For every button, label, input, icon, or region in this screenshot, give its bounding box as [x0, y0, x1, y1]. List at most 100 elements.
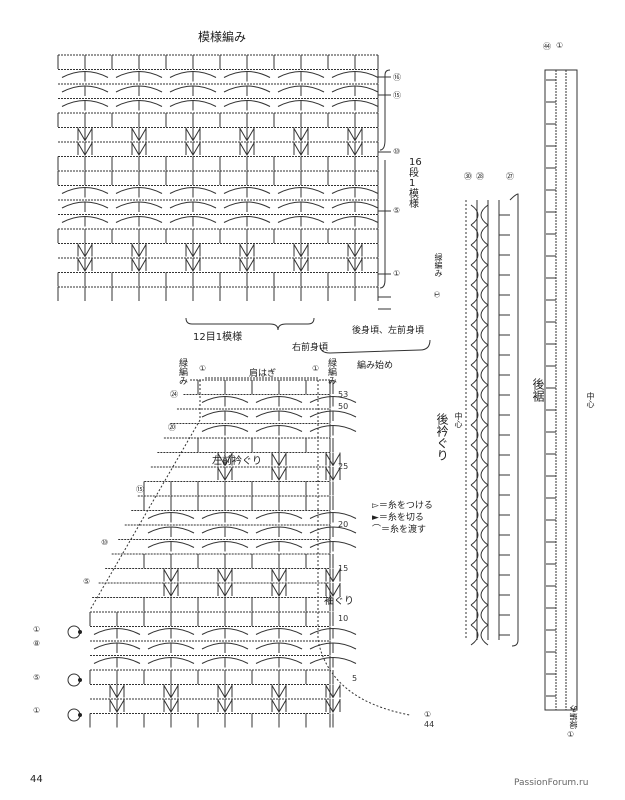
label-right-front: 右前身頃	[292, 343, 329, 353]
legend-item: ►＝糸を切る	[372, 513, 424, 523]
label-back-left-front: 後身頃、左前身頃	[352, 326, 425, 336]
arch-stitch	[470, 204, 479, 226]
v-stitch	[325, 569, 341, 583]
v-stitch	[109, 699, 125, 713]
back-neck-edging-marker: ①	[432, 290, 442, 299]
back-neck-label: 後衿ぐり	[435, 413, 449, 461]
v-stitch	[325, 685, 341, 699]
v-stitch	[131, 142, 147, 156]
armhole-marker: 25	[338, 462, 349, 471]
v-stitch	[109, 685, 125, 699]
back-neck-top-marker: ㉚	[464, 172, 472, 181]
v-stitch	[131, 258, 147, 272]
v-stitch	[347, 244, 363, 258]
neck-marker: ⑮	[136, 485, 144, 494]
v-stitch	[77, 258, 93, 272]
v-stitch	[239, 244, 255, 258]
v-stitch	[217, 699, 233, 713]
arch-stitch	[470, 304, 479, 326]
arch-stitch	[480, 224, 489, 246]
arch-stitch	[470, 584, 479, 606]
v-stitch	[293, 142, 309, 156]
arch-stitch	[480, 284, 489, 306]
marker-one-left: ①	[199, 364, 207, 373]
v-stitch	[271, 699, 287, 713]
back-hem-label: 後裾	[531, 378, 545, 402]
row-marker: ①	[393, 269, 401, 278]
edge-marker: ⑧	[33, 639, 41, 648]
v-stitch	[347, 258, 363, 272]
v-stitch	[239, 258, 255, 272]
arch-stitch	[480, 384, 489, 406]
arch-stitch	[480, 484, 489, 506]
arch-stitch	[480, 584, 489, 606]
v-stitch	[185, 244, 201, 258]
arch-stitch	[470, 464, 479, 486]
back-hem-bottom-label: 緑編み	[569, 705, 578, 729]
arch-stitch	[480, 404, 489, 426]
back-hem-top-marker: ㊹	[543, 42, 551, 51]
back-neck-edge	[509, 193, 519, 647]
v-stitch	[293, 258, 309, 272]
v-stitch	[325, 583, 341, 597]
v-stitch	[325, 453, 341, 467]
arch-stitch	[470, 284, 479, 306]
bottom-marker: 44	[424, 720, 435, 729]
swatch-vertical-repeat: 16段1模様	[409, 157, 422, 210]
v-stitch	[347, 142, 363, 156]
v-stitch	[163, 583, 179, 597]
arch-stitch	[470, 344, 479, 366]
back-neck-center: 中心	[454, 412, 463, 428]
legend-item: ▻＝糸をつける	[372, 501, 433, 511]
arch-stitch	[480, 564, 489, 586]
arch-stitch	[470, 384, 479, 406]
arch-stitch	[470, 624, 479, 646]
edge-marker: ①	[33, 706, 41, 715]
arch-stitch	[470, 564, 479, 586]
armhole-marker: 5	[352, 674, 358, 683]
arch-stitch	[470, 364, 479, 386]
cut-yarn-icon: ►	[372, 513, 379, 523]
repeat-brace	[379, 69, 391, 289]
v-stitch	[185, 142, 201, 156]
carry-yarn-icon: ⌒	[372, 525, 382, 535]
arch-stitch	[470, 224, 479, 246]
arch-stitch	[470, 544, 479, 566]
v-stitch	[217, 685, 233, 699]
arch-stitch	[470, 424, 479, 446]
v-stitch	[163, 685, 179, 699]
shoulder-seam-label: 肩はぎ	[249, 369, 277, 379]
back-hem-outline	[544, 69, 578, 711]
v-stitch	[217, 453, 233, 467]
edging-label-left: 緑編み	[177, 358, 187, 385]
arch-stitch	[480, 324, 489, 346]
label-start: 編み始め	[357, 361, 394, 371]
v-stitch	[77, 244, 93, 258]
v-stitch	[293, 128, 309, 142]
back-hem-top-marker: ①	[556, 41, 564, 50]
arch-stitch	[480, 344, 489, 366]
arch-stitch	[480, 444, 489, 466]
arch-stitch	[470, 264, 479, 286]
arch-stitch	[480, 424, 489, 446]
neckline-edging	[89, 380, 201, 611]
arch-stitch	[470, 524, 479, 546]
neck-marker: ㉔	[170, 390, 178, 399]
v-stitch	[217, 583, 233, 597]
v-stitch	[77, 142, 93, 156]
v-stitch	[217, 569, 233, 583]
bottom-marker: ①	[424, 710, 432, 719]
v-stitch	[239, 128, 255, 142]
row-marker: ⑯	[393, 73, 401, 82]
arch-stitch	[480, 304, 489, 326]
arch-stitch	[480, 204, 489, 226]
arch-stitch	[480, 464, 489, 486]
arch-stitch	[470, 484, 479, 506]
arch-stitch	[480, 604, 489, 626]
arch-stitch	[480, 624, 489, 646]
arch-stitch	[470, 504, 479, 526]
armhole-marker: 50	[338, 402, 349, 411]
watermark: PassionForum.ru	[514, 778, 589, 788]
arch-stitch	[470, 244, 479, 266]
cut-yarn-mark	[78, 630, 82, 634]
